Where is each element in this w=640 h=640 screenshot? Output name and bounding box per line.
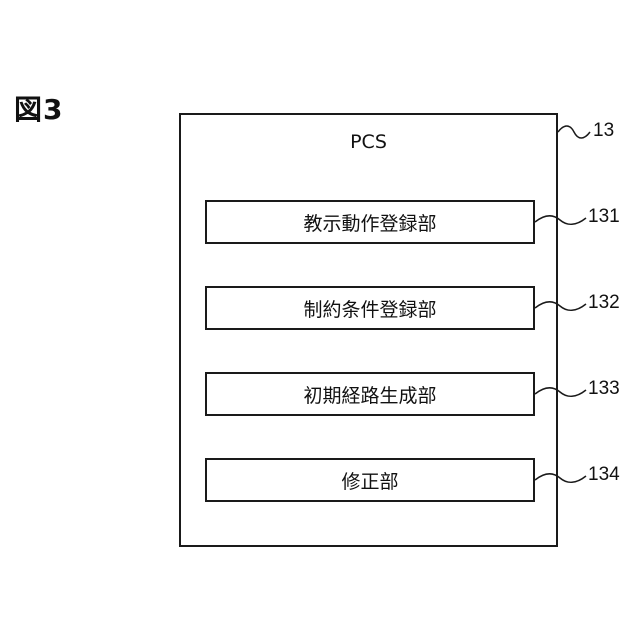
ref-13: 13 (593, 120, 614, 142)
ref-132: 132 (588, 292, 620, 314)
ref-134: 134 (588, 464, 620, 486)
leader-line-133 (535, 388, 586, 397)
leader-line-131 (535, 216, 586, 225)
ref-133: 133 (588, 378, 620, 400)
leader-line-134 (535, 474, 586, 483)
leader-line-132 (535, 302, 586, 311)
ref-131: 131 (588, 206, 620, 228)
leader-line-13 (558, 126, 590, 138)
